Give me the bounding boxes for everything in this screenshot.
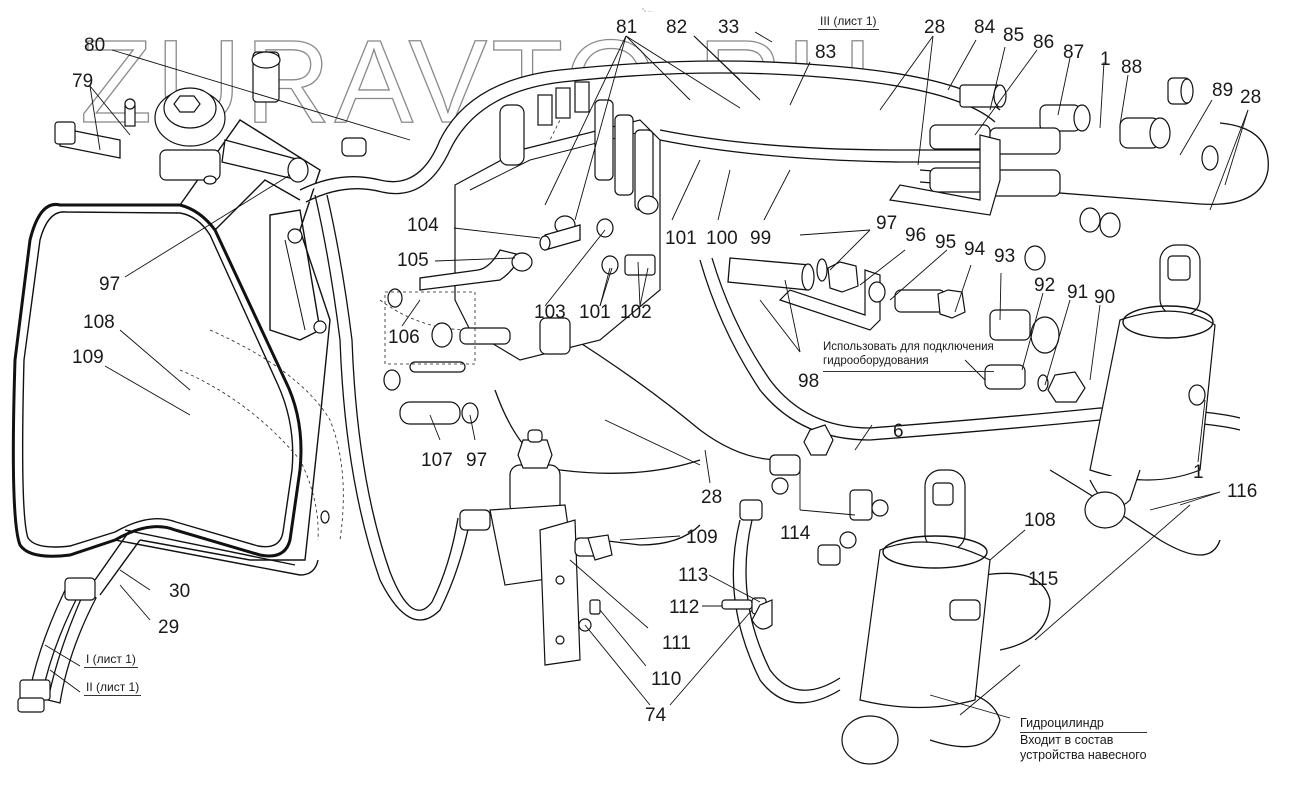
callout-29: 29 bbox=[158, 617, 180, 638]
callout-28: 28 bbox=[924, 17, 946, 38]
callout-108: 108 bbox=[83, 312, 115, 333]
callout-101: 101 bbox=[665, 228, 697, 249]
callout-88: 88 bbox=[1121, 57, 1143, 78]
callout-91: 91 bbox=[1067, 282, 1089, 303]
callout-112: 112 bbox=[669, 597, 700, 618]
callout-106: 106 bbox=[388, 327, 420, 348]
callout-105: 105 bbox=[397, 250, 429, 271]
callout-97: 97 bbox=[99, 274, 121, 295]
callout-1: 1 bbox=[1100, 49, 1111, 70]
header-mark: °ₙ … bbox=[642, 8, 653, 14]
callout-114: 114 bbox=[780, 523, 811, 544]
callout-103: 103 bbox=[534, 302, 566, 323]
callout-108: 108 bbox=[1024, 510, 1056, 531]
callout-33: 33 bbox=[718, 17, 740, 38]
hydraulic-cylinder-lower bbox=[841, 469, 991, 765]
callout-99: 99 bbox=[750, 228, 772, 249]
cylinder-title: Гидроцилиндр bbox=[1020, 716, 1147, 733]
callout-97: 97 bbox=[466, 450, 488, 471]
callout-79: 79 bbox=[72, 71, 94, 92]
callout-101: 101 bbox=[579, 302, 611, 323]
hydraulic-cylinder-right bbox=[1084, 244, 1216, 529]
callout-110: 110 bbox=[651, 669, 682, 690]
callout-98: 98 bbox=[798, 371, 820, 392]
callout-113: 113 bbox=[678, 565, 709, 586]
callout-107: 107 bbox=[421, 450, 453, 471]
relief-valve bbox=[459, 429, 613, 666]
callout-28: 28 bbox=[1240, 87, 1262, 108]
filter-head bbox=[54, 51, 367, 185]
callout-97: 97 bbox=[876, 213, 898, 234]
callout-96: 96 bbox=[905, 225, 927, 246]
sheet-ref-iii: III (лист 1) bbox=[818, 14, 879, 30]
callout-116: 116 bbox=[1227, 481, 1258, 502]
callout-111: 111 bbox=[662, 633, 691, 654]
note-line-1: Использовать для подключения bbox=[823, 341, 994, 353]
control-valve bbox=[454, 81, 661, 361]
callout-115: 115 bbox=[1028, 569, 1059, 590]
note-line-2: гидрооборудования bbox=[823, 355, 929, 368]
cylinder-note: Гидроцилиндр Входит в состав устройства … bbox=[1020, 716, 1147, 764]
callout-109: 109 bbox=[686, 527, 718, 548]
callout-90: 90 bbox=[1094, 287, 1116, 308]
callout-28: 28 bbox=[701, 487, 723, 508]
callout-82: 82 bbox=[666, 17, 688, 38]
callout-109: 109 bbox=[72, 347, 104, 368]
callout-92: 92 bbox=[1034, 275, 1056, 296]
leader-lines bbox=[44, 31, 1249, 719]
cylinder-note-line-2: Входит в состав bbox=[1020, 732, 1114, 747]
callout-100: 100 bbox=[706, 228, 738, 249]
hydraulic-tank bbox=[11, 119, 331, 576]
callout-84: 84 bbox=[974, 17, 996, 38]
coupler-assembly bbox=[727, 257, 1086, 403]
hydraulic-connection-note: Использовать для подключения гидрооборуд… bbox=[823, 340, 994, 372]
callout-85: 85 bbox=[1003, 25, 1025, 46]
callout-104: 104 bbox=[407, 215, 439, 236]
callout-30: 30 bbox=[169, 581, 191, 602]
callout-80: 80 bbox=[84, 35, 106, 56]
tee-fittings bbox=[739, 424, 889, 566]
sheet-ref-ii: II (лист 1) bbox=[84, 680, 142, 696]
callout-87: 87 bbox=[1063, 42, 1085, 63]
callout-81: 81 bbox=[616, 17, 638, 38]
callout-94: 94 bbox=[964, 239, 986, 260]
callout-74: 74 bbox=[645, 705, 667, 726]
cylinder-note-line-3: устройства навесного bbox=[1020, 748, 1147, 763]
callout-102: 102 bbox=[620, 302, 652, 323]
callout-1: 1 bbox=[1193, 462, 1204, 483]
callout-89: 89 bbox=[1212, 80, 1234, 101]
return-pipes bbox=[17, 529, 141, 713]
callout-6: 6 bbox=[893, 421, 904, 442]
suction-hose-parts bbox=[383, 249, 533, 425]
callout-93: 93 bbox=[994, 246, 1016, 267]
callout-86: 86 bbox=[1033, 32, 1055, 53]
callout-95: 95 bbox=[935, 232, 957, 253]
sheet-ref-i: I (лист 1) bbox=[84, 652, 138, 668]
callout-83: 83 bbox=[815, 42, 837, 63]
